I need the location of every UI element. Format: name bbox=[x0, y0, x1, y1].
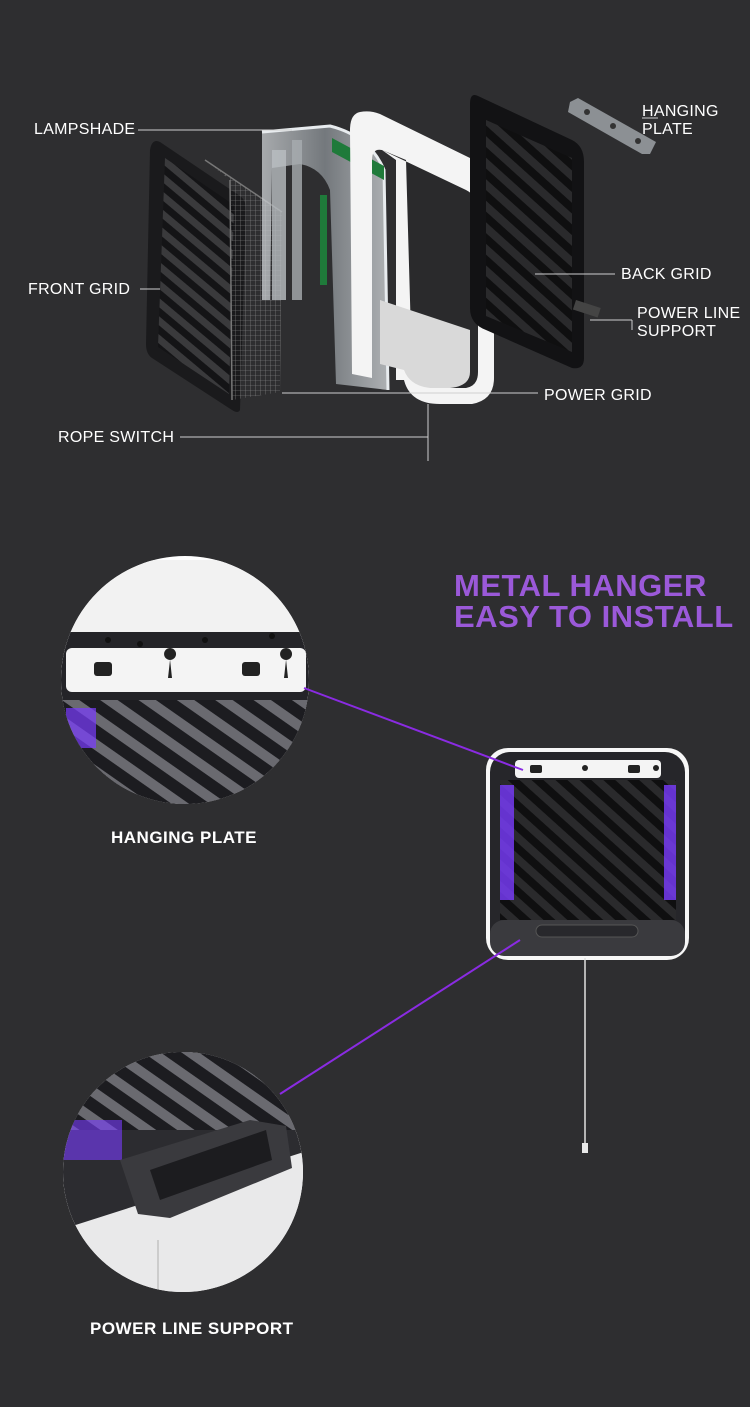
hanging-plate-closeup bbox=[61, 556, 309, 804]
label-power-line-support: POWER LINE SUPPORT bbox=[637, 305, 740, 341]
connector-lines bbox=[279, 687, 524, 1095]
back-grid-part bbox=[470, 95, 601, 369]
front-grid-part bbox=[146, 141, 246, 412]
feature-headline: METAL HANGER EASY TO INSTALL bbox=[454, 570, 734, 632]
headline-line2: EASY TO INSTALL bbox=[454, 599, 734, 634]
caption-hanging-plate: HANGING PLATE bbox=[111, 828, 257, 847]
label-power-line-support-line2: SUPPORT bbox=[637, 323, 717, 340]
label-back-grid: BACK GRID bbox=[621, 266, 712, 283]
label-power-line-support-line1: POWER LINE bbox=[637, 305, 741, 322]
leader-lines bbox=[138, 117, 658, 461]
label-rope-switch: ROPE SWITCH bbox=[58, 429, 175, 446]
label-hanging-plate-line1: HANGING bbox=[642, 103, 719, 120]
hanging-plate-part bbox=[568, 98, 656, 154]
power-line-support-closeup bbox=[63, 1052, 303, 1292]
label-power-grid: POWER GRID bbox=[544, 387, 652, 404]
label-hanging-plate-line2: PLATE bbox=[642, 121, 693, 138]
caption-power-line-support: POWER LINE SUPPORT bbox=[90, 1319, 294, 1338]
label-front-grid: FRONT GRID bbox=[28, 281, 131, 298]
headline-line1: METAL HANGER bbox=[454, 568, 707, 603]
label-hanging-plate: HANGING PLATE bbox=[642, 103, 719, 139]
device-front-view bbox=[486, 748, 689, 1153]
white-frame-part bbox=[350, 111, 494, 404]
label-lampshade: LAMPSHADE bbox=[34, 121, 136, 138]
led-board-left bbox=[320, 195, 327, 285]
